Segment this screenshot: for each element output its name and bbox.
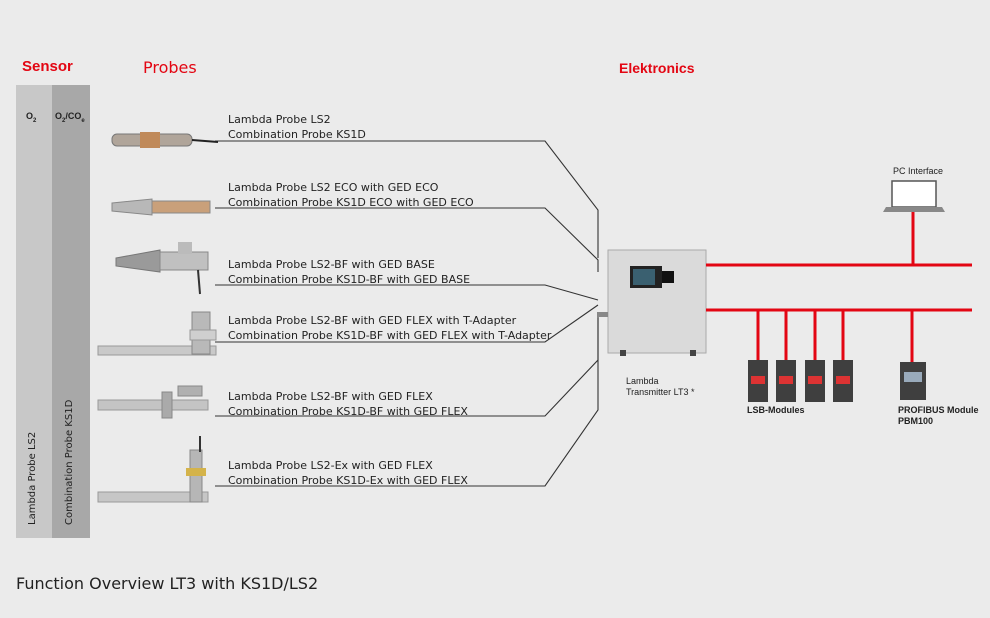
probe-2-line (215, 207, 599, 272)
pc-interface-laptop (883, 180, 945, 212)
lsb-modules-label: LSB-Modules (747, 405, 805, 415)
sensor-header: Sensor (22, 58, 73, 75)
probes-header: Probes (143, 58, 197, 77)
probe-label-4: Lambda Probe LS2-BF with GED FLEX with T… (228, 314, 552, 342)
lsb-modules-group (748, 360, 853, 402)
o2-co-label: O2/COe (55, 111, 85, 124)
co-sensor-column: O2/COe Combination Probe KS1D (52, 85, 90, 538)
probe-2-image (111, 198, 211, 216)
probe-4-line (215, 304, 599, 343)
probe-6-line (215, 318, 599, 487)
probe-3-image (115, 242, 209, 295)
probe-1-line (215, 140, 599, 258)
probe-1-image (111, 132, 219, 148)
o2-label: O2 (26, 111, 37, 124)
probe-6-image (97, 436, 209, 503)
probe-5-image (97, 385, 209, 419)
figure-caption: Function Overview LT3 with KS1D/LS2 (16, 574, 319, 593)
o2-sensor-column: O2 Lambda Probe LS2 (16, 85, 52, 538)
pc-interface-label: PC Interface (893, 166, 944, 176)
probe-4-image (97, 311, 217, 356)
transmitter-device (598, 249, 707, 356)
probe-3-line (215, 284, 599, 301)
profibus-module (900, 362, 926, 400)
electronics-header: Elektronics (619, 60, 695, 76)
